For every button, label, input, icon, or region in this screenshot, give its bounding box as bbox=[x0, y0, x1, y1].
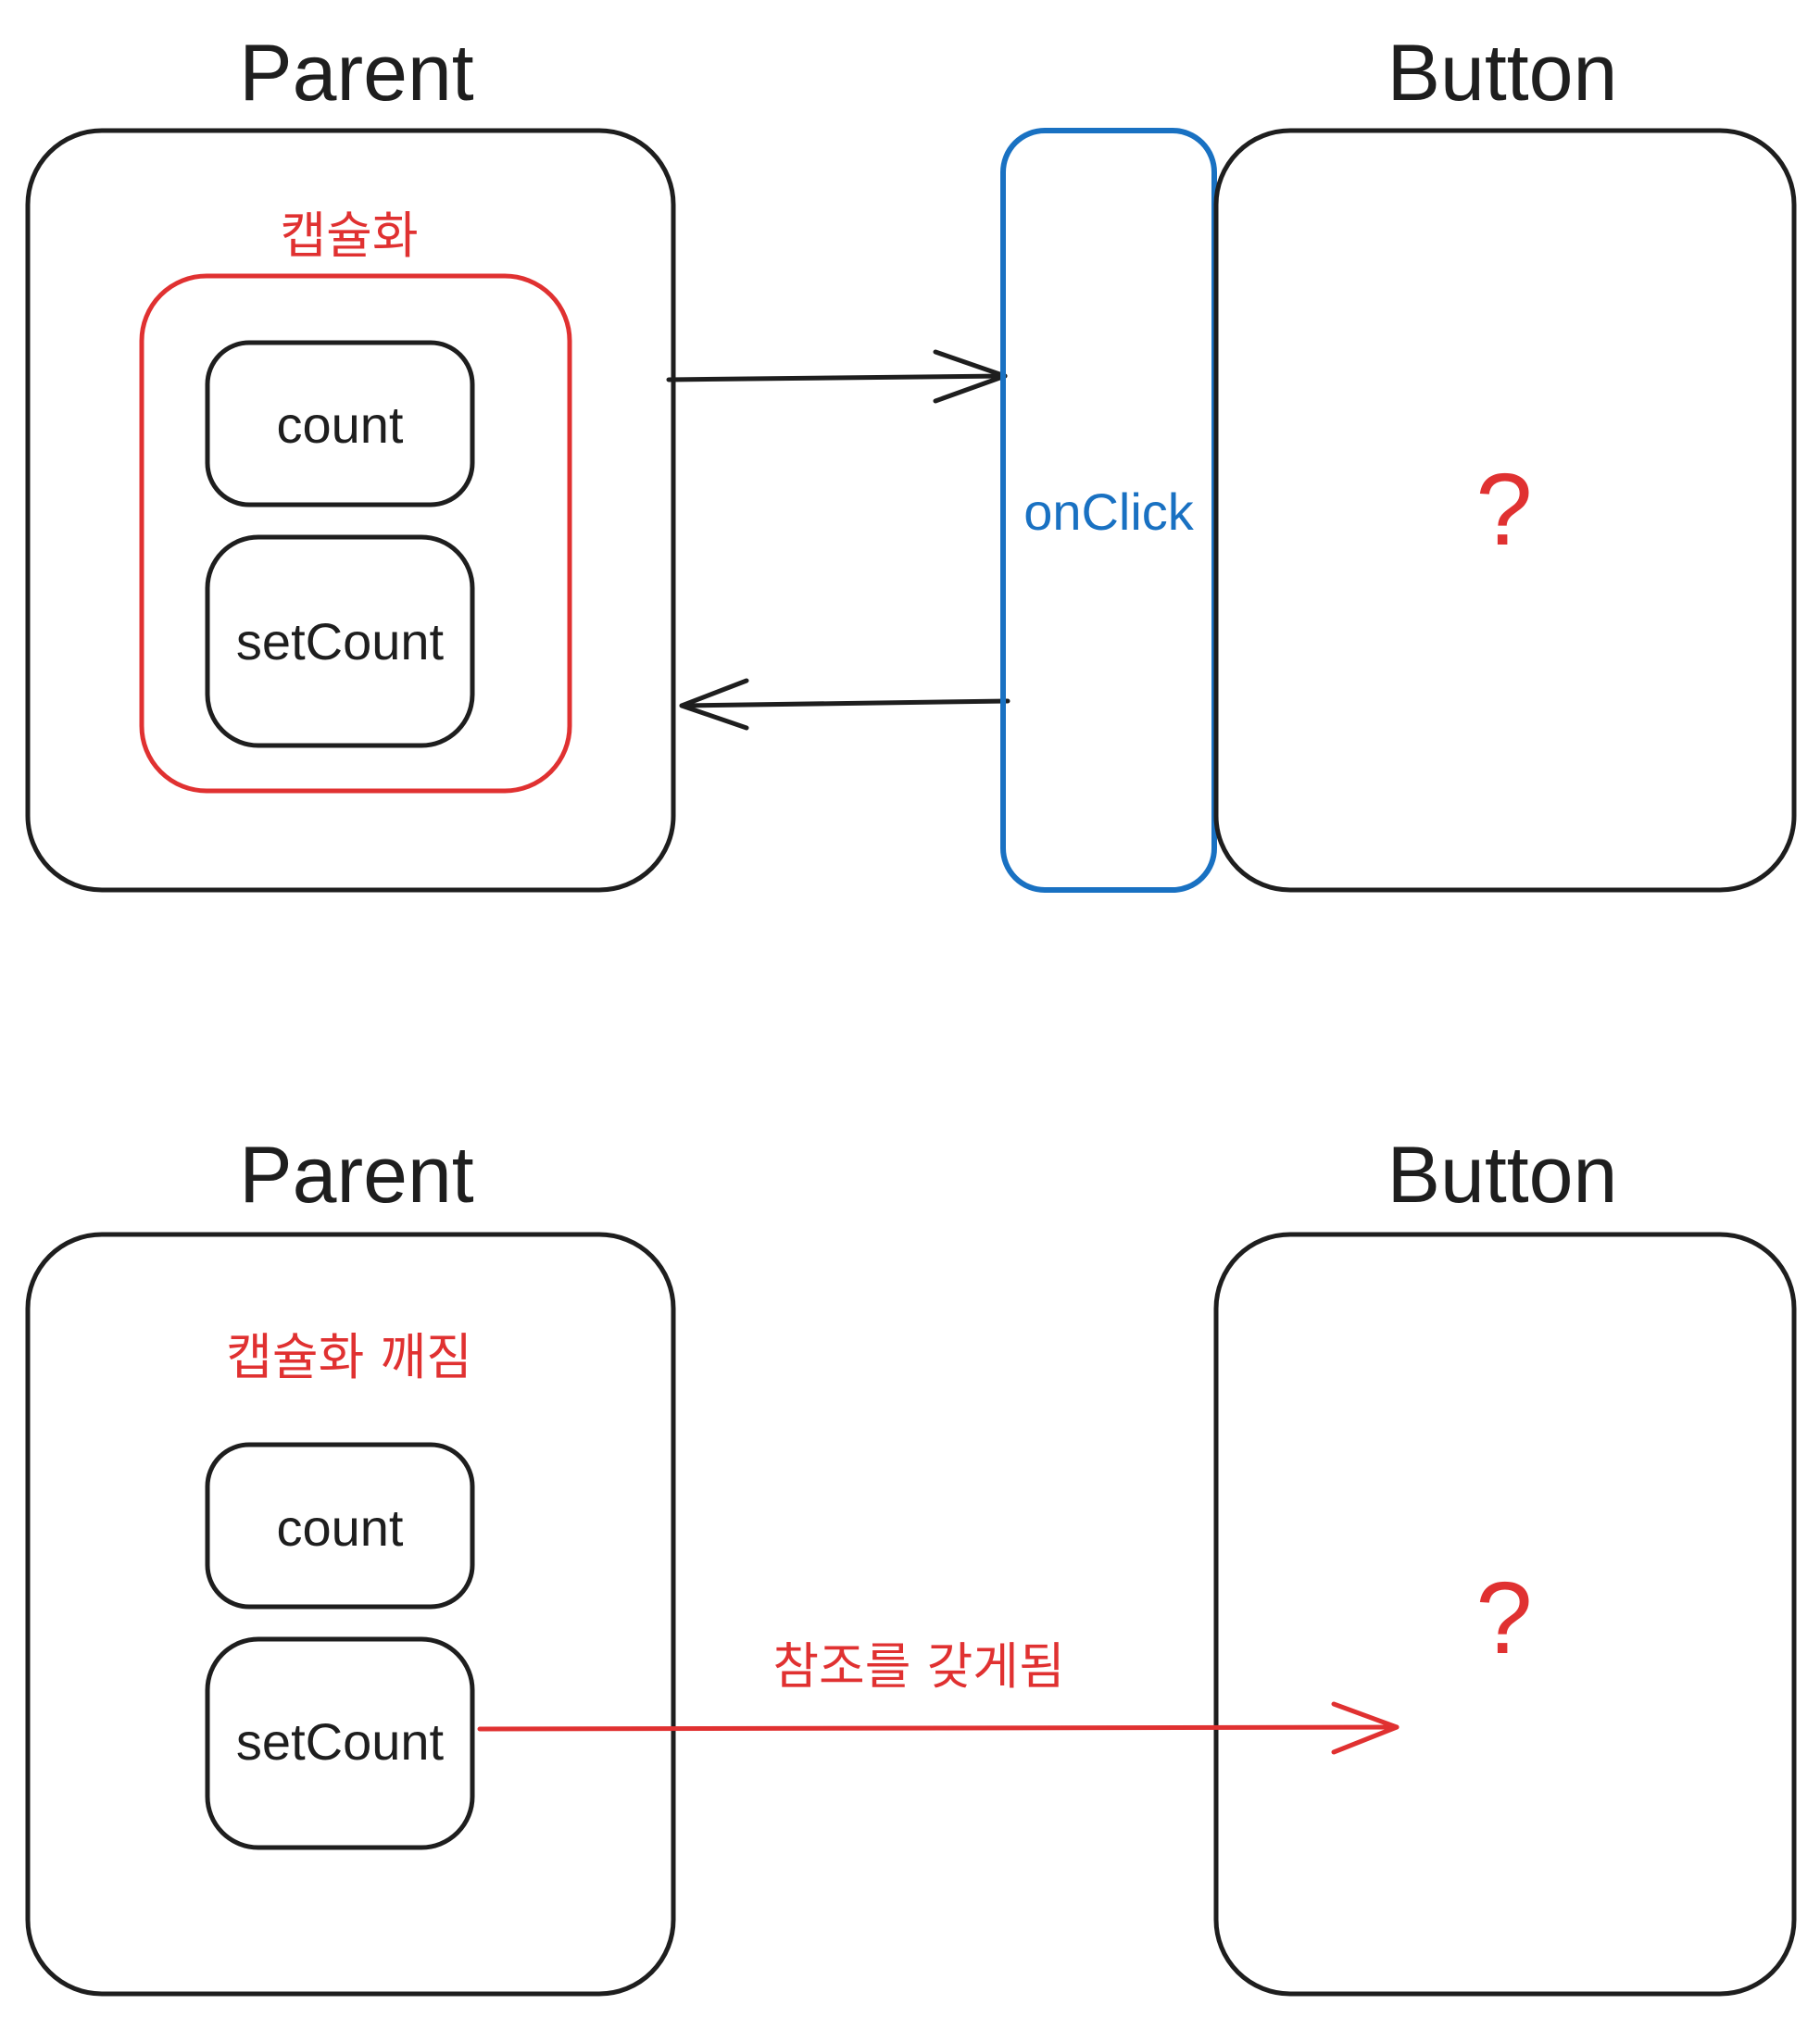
top-onclick-label: onClick bbox=[1023, 482, 1195, 541]
top-parent-title: Parent bbox=[239, 29, 473, 118]
bottom-reference-label: 참조를 갖게됨 bbox=[772, 1637, 1064, 1696]
bottom-encapsulation-broken-label: 캡슐화 깨짐 bbox=[226, 1328, 472, 1386]
bottom-count-box bbox=[205, 1442, 475, 1610]
top-button-box bbox=[1213, 128, 1797, 893]
bottom-question-mark: ? bbox=[1475, 1561, 1532, 1675]
bottom-parent-title: Parent bbox=[239, 1131, 473, 1220]
top-setcount-label: setCount bbox=[236, 612, 445, 670]
top-encapsulation-box bbox=[139, 273, 572, 794]
bottom-reference-arrow bbox=[477, 1701, 1400, 1755]
top-setcount-box bbox=[205, 534, 475, 748]
bottom-setcount-box bbox=[205, 1636, 475, 1850]
top-diagram: Parent Button 캡슐화 count setCount onClick… bbox=[25, 29, 1797, 893]
top-arrow-to-onclick bbox=[666, 349, 1008, 404]
top-button-title: Button bbox=[1387, 29, 1618, 118]
bottom-setcount-label: setCount bbox=[236, 1712, 445, 1771]
top-question-mark: ? bbox=[1475, 453, 1532, 567]
top-parent-box bbox=[25, 128, 676, 893]
top-arrow-to-parent bbox=[679, 678, 1010, 731]
bottom-count-label: count bbox=[277, 1498, 404, 1557]
bottom-parent-box bbox=[25, 1232, 676, 1997]
top-count-box bbox=[205, 340, 475, 507]
top-encapsulation-label: 캡슐화 bbox=[280, 207, 418, 265]
bottom-button-box bbox=[1213, 1232, 1797, 1997]
bottom-diagram: Parent Button 캡슐화 깨짐 count setCount ? 참조… bbox=[25, 1131, 1797, 1997]
bottom-button-title: Button bbox=[1387, 1131, 1618, 1220]
top-count-label: count bbox=[277, 395, 404, 454]
